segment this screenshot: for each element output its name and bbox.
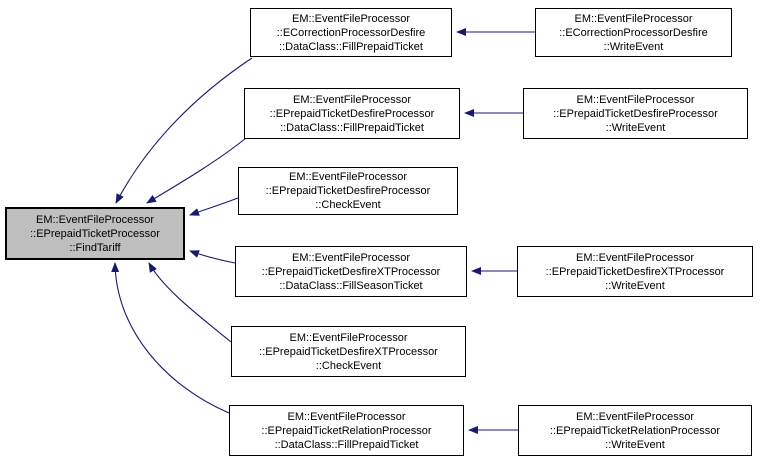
- node-relation-write[interactable]: EM::EventFileProcessor ::EPrepaidTicketR…: [518, 405, 752, 456]
- node-label-line: EM::EventFileProcessor: [36, 213, 154, 226]
- node-desfirext-write[interactable]: EM::EventFileProcessor ::EPrepaidTicketD…: [517, 246, 753, 297]
- edge-desfirext-fill-to-findtariff: [189, 250, 236, 264]
- node-label-line: ::EPrepaidTicketRelationProcessor: [261, 424, 432, 437]
- node-label-line: ::DataClass::FillPrepaidTicket: [279, 40, 423, 53]
- node-label-line: ::EPrepaidTicketRelationProcessor: [549, 424, 721, 437]
- node-label-line: ::EPrepaidTicketDesfireProcessor: [553, 107, 718, 120]
- node-label-line: EM::EventFileProcessor: [293, 93, 411, 106]
- node-label-line: ::FindTariff: [69, 241, 121, 254]
- edge-desfire-fill-to-findtariff: [146, 137, 247, 204]
- node-relation-fill[interactable]: EM::EventFileProcessor ::EPrepaidTicketR…: [229, 405, 464, 456]
- node-label-line: ::DataClass::FillPrepaidTicket: [274, 438, 419, 451]
- node-label-line: ::EPrepaidTicketDesfireXTProcessor: [259, 345, 438, 358]
- node-label-line: ::EPrepaidTicketDesfireProcessor: [269, 107, 435, 120]
- node-label-line: ::DataClass::FillPrepaidTicket: [280, 121, 424, 134]
- edge-relation-fill-to-findtariff: [111, 262, 230, 414]
- edge-desfirext-check-to-findtariff: [148, 262, 232, 343]
- node-correction-fill[interactable]: EM::EventFileProcessor ::ECorrectionProc…: [250, 8, 452, 57]
- node-desfirext-check[interactable]: EM::EventFileProcessor ::EPrepaidTicketD…: [231, 326, 466, 377]
- node-label-line: EM::EventFileProcessor: [287, 410, 406, 423]
- node-label-line: EM::EventFileProcessor: [289, 171, 407, 183]
- node-label-line: ::ECorrectionProcessorDesfire: [276, 26, 426, 39]
- node-label-line: EM::EventFileProcessor: [289, 331, 408, 344]
- node-label-line: ::CheckEvent: [315, 359, 382, 372]
- node-desfire-write[interactable]: EM::EventFileProcessor ::EPrepaidTicketD…: [523, 88, 748, 139]
- node-desfirext-fill[interactable]: EM::EventFileProcessor ::EPrepaidTicketD…: [235, 246, 467, 297]
- node-label-line: EM::EventFileProcessor: [576, 251, 694, 264]
- node-label-line: EM::EventFileProcessor: [574, 12, 693, 25]
- node-desfire-fill[interactable]: EM::EventFileProcessor ::EPrepaidTicketD…: [244, 88, 460, 139]
- node-label-line: ::ECorrectionProcessorDesfire: [559, 26, 708, 39]
- node-label-line: EM::EventFileProcessor: [292, 251, 410, 264]
- node-label-line: ::WriteEvent: [605, 438, 665, 451]
- node-label-line: ::EPrepaidTicketDesfireXTProcessor: [545, 265, 725, 278]
- node-label-line: EM::EventFileProcessor: [576, 410, 694, 423]
- node-label-line: ::EPrepaidTicketDesfireProcessor: [265, 185, 431, 197]
- node-findtariff[interactable]: EM::EventFileProcessor ::EPrepaidTicketP…: [5, 207, 185, 260]
- node-correction-write[interactable]: EM::EventFileProcessor ::ECorrectionProc…: [535, 8, 732, 57]
- node-label-line: ::EPrepaidTicketProcessor: [30, 227, 160, 240]
- node-label-line: ::DataClass::FillSeasonTicket: [279, 279, 423, 292]
- node-label-line: EM::EventFileProcessor: [576, 93, 695, 106]
- node-desfire-check[interactable]: EM::EventFileProcessor ::EPrepaidTicketD…: [238, 167, 458, 215]
- node-label-line: ::EPrepaidTicketDesfireXTProcessor: [261, 265, 441, 278]
- edge-correction-fill-to-findtariff: [115, 57, 253, 204]
- edge-desfire-check-to-findtariff: [189, 197, 239, 216]
- node-label-line: EM::EventFileProcessor: [292, 12, 410, 25]
- node-label-line: ::CheckEvent: [315, 199, 381, 211]
- node-label-line: ::WriteEvent: [605, 121, 666, 134]
- node-label-line: ::WriteEvent: [605, 279, 665, 292]
- node-label-line: ::WriteEvent: [603, 40, 664, 53]
